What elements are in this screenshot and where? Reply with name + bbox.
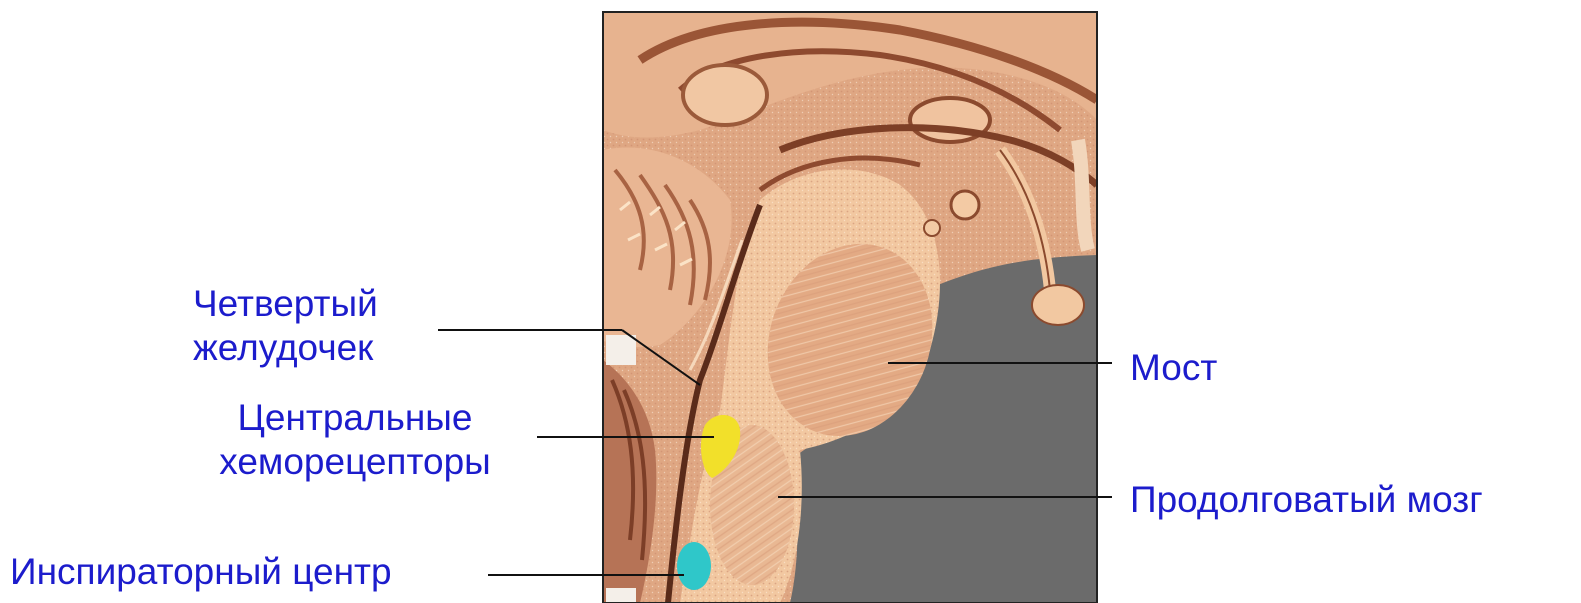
label-chemoreceptors-line2: хеморецепторы xyxy=(190,440,520,484)
label-inspiratory-center: Инспираторный центр xyxy=(10,550,392,594)
label-fourth-ventricle: Четвертый желудочек xyxy=(193,282,378,370)
label-central-chemoreceptors: Центральные хеморецепторы xyxy=(190,396,520,484)
label-fourth-ventricle-line2: желудочек xyxy=(193,326,378,370)
label-pons: Мост xyxy=(1130,346,1217,390)
inspiratory-center-spot xyxy=(677,542,711,590)
label-medulla: Продолговатый мозг xyxy=(1130,478,1483,522)
label-fourth-ventricle-line1: Четвертый xyxy=(193,282,378,326)
label-chemoreceptors-line1: Центральные xyxy=(190,396,520,440)
